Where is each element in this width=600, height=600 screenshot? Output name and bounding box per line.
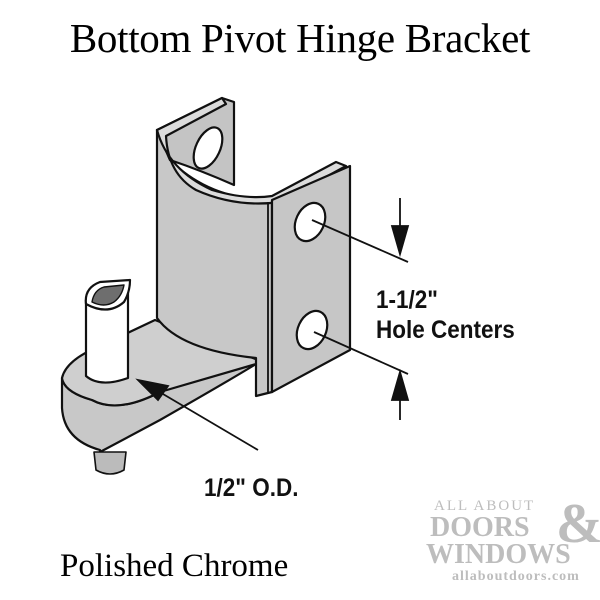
finish-label: Polished Chrome (60, 548, 289, 584)
watermark-line2: DOORS (430, 512, 530, 543)
watermark-logo: ALL ABOUT DOORS & WINDOWS allaboutdoors.… (420, 493, 600, 585)
watermark-ampersand: & (556, 493, 600, 555)
watermark-line1: ALL ABOUT (434, 498, 536, 514)
hole-spacing-label: Hole Centers (376, 316, 515, 344)
watermark-line3: WINDOWS (426, 539, 571, 570)
pin-diameter-label: 1/2" O.D. (204, 474, 299, 502)
mounting-hole-top (293, 201, 327, 243)
hole-spacing-value: 1-1/2" (376, 286, 438, 314)
diagram-title: Bottom Pivot Hinge Bracket (69, 15, 531, 61)
pivot-pin (84, 288, 130, 384)
watermark-url: allaboutdoors.com (452, 569, 580, 584)
side-flange (270, 164, 352, 394)
